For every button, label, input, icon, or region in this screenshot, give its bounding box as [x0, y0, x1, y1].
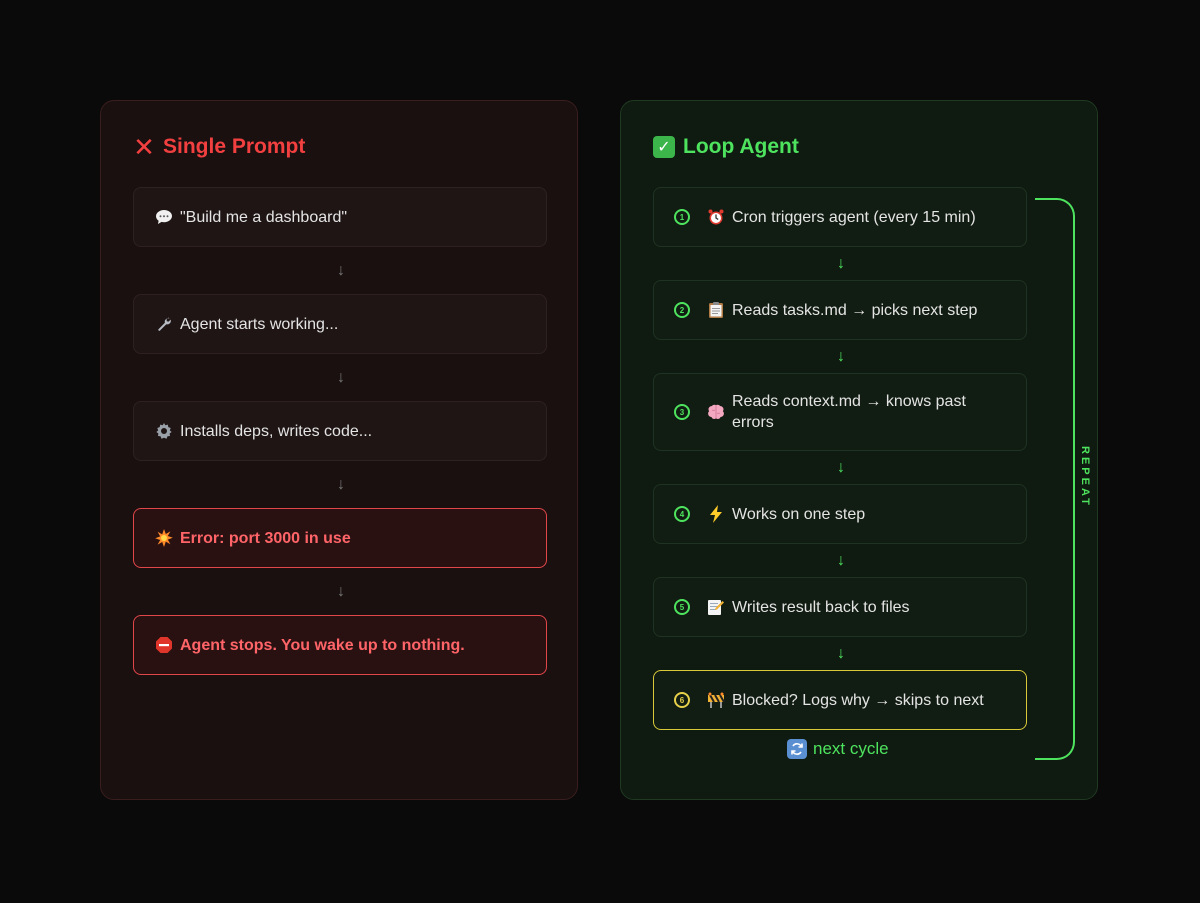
construction-icon — [706, 690, 726, 710]
flow-arrow: ↓ — [337, 262, 345, 279]
step-text: Agent stops. You wake up to nothing. — [180, 636, 465, 654]
cross-mark-icon: ✕ — [133, 132, 155, 162]
cycle-arrows-icon — [787, 739, 807, 759]
single-prompt-step-3: Installs deps, writes code... — [133, 401, 547, 461]
next-cycle-label: next cycle — [787, 739, 889, 759]
number-4-icon: 4 — [674, 506, 690, 522]
wrench-icon — [154, 314, 174, 334]
step-text: Blocked? Logs why → skips to next — [732, 691, 984, 709]
step-text: Works on one step — [732, 505, 866, 523]
single-prompt-panel: ✕ Single Prompt "Build me a dashboard" ↓… — [100, 100, 578, 800]
flow-arrow: ↓ — [837, 459, 845, 476]
alarm-clock-icon — [706, 207, 726, 227]
loop-agent-title-text: Loop Agent — [683, 135, 799, 158]
single-prompt-title: ✕ Single Prompt — [133, 132, 306, 162]
flow-arrow: ↓ — [337, 476, 345, 493]
loop-step-5: 5 Writes result back to files — [653, 577, 1027, 637]
speech-bubble-icon — [154, 207, 174, 227]
step-text: Writes result back to files — [732, 598, 910, 616]
gear-icon — [154, 421, 174, 441]
stop-sign-icon — [154, 635, 174, 655]
flow-arrow: ↓ — [837, 255, 845, 272]
number-2-icon: 2 — [674, 302, 690, 318]
brain-icon — [706, 402, 726, 422]
single-prompt-stop-step: Agent stops. You wake up to nothing. — [133, 615, 547, 675]
number-6-icon: 6 — [674, 692, 690, 708]
loop-step-3: 3 Reads context.md → knows past errors — [653, 373, 1027, 451]
loop-agent-title: ✓ Loop Agent — [653, 135, 799, 159]
check-mark-icon: ✓ — [653, 136, 675, 158]
loop-step-4: 4 Works on one step — [653, 484, 1027, 544]
flow-arrow: ↓ — [837, 645, 845, 662]
loop-step-6-blocked: 6 Blocked? Logs why → skips to next — [653, 670, 1027, 730]
single-prompt-error-step: Error: port 3000 in use — [133, 508, 547, 568]
single-prompt-step-1: "Build me a dashboard" — [133, 187, 547, 247]
number-3-icon: 3 — [674, 404, 690, 420]
collision-icon — [154, 528, 174, 548]
lightning-icon — [706, 504, 726, 524]
single-prompt-step-2: Agent starts working... — [133, 294, 547, 354]
loop-agent-panel: ✓ Loop Agent 1 Cron triggers agent (ever… — [620, 100, 1098, 800]
step-text: Reads context.md → knows past errors — [732, 393, 966, 431]
flow-arrow: ↓ — [837, 348, 845, 365]
repeat-label: REPEAT — [1079, 446, 1091, 508]
step-text: "Build me a dashboard" — [180, 208, 348, 226]
flow-arrow: ↓ — [337, 583, 345, 600]
single-prompt-title-text: Single Prompt — [163, 135, 306, 158]
step-text: Installs deps, writes code... — [180, 422, 373, 440]
flow-arrow: ↓ — [837, 552, 845, 569]
number-5-icon: 5 — [674, 599, 690, 615]
loop-step-1: 1 Cron triggers agent (every 15 min) — [653, 187, 1027, 247]
step-text: Agent starts working... — [180, 315, 339, 333]
clipboard-icon — [706, 300, 726, 320]
loop-step-2: 2 Reads tasks.md → picks next step — [653, 280, 1027, 340]
memo-icon — [706, 597, 726, 617]
number-1-icon: 1 — [674, 209, 690, 225]
step-text: Error: port 3000 in use — [180, 529, 351, 547]
step-text: Cron triggers agent (every 15 min) — [732, 208, 976, 226]
repeat-bracket — [1035, 198, 1075, 760]
next-cycle-text: next cycle — [813, 739, 889, 758]
step-text: Reads tasks.md → picks next step — [732, 301, 978, 319]
flow-arrow: ↓ — [337, 369, 345, 386]
